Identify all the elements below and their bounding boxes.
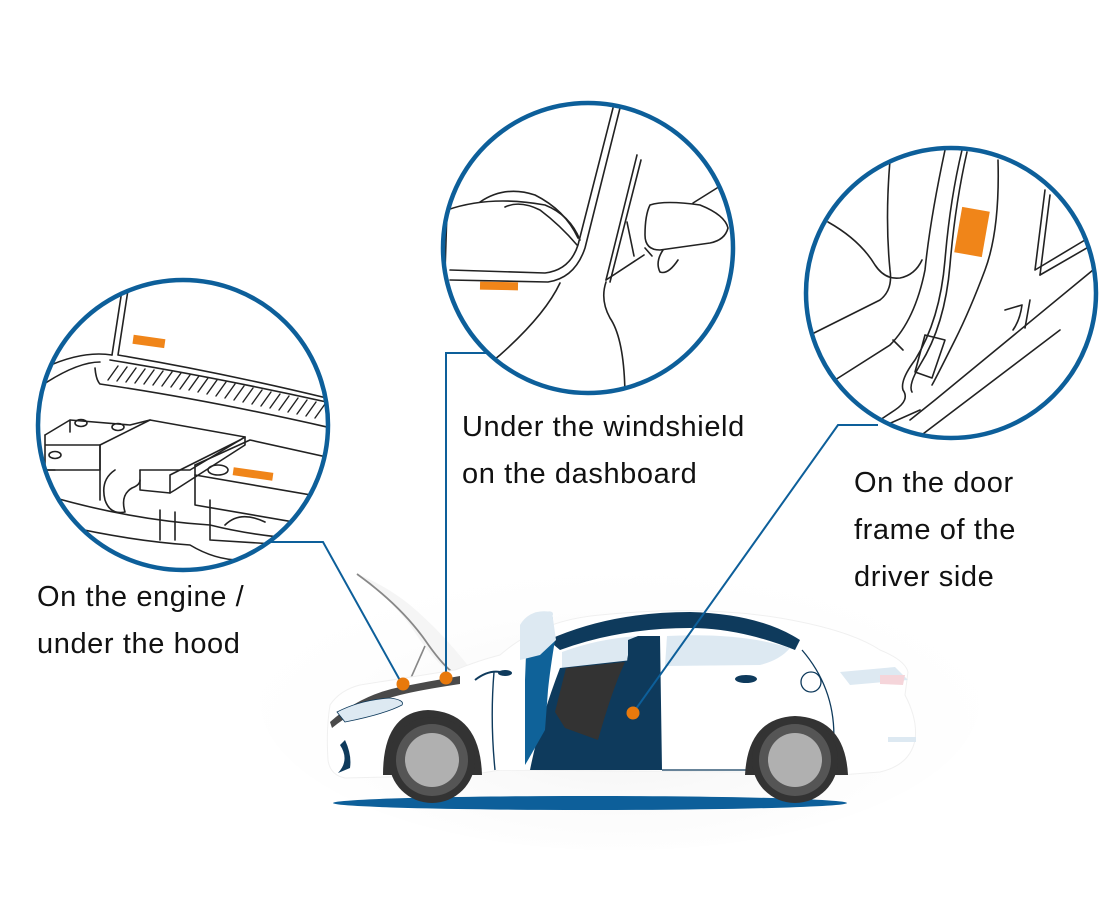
engine-location-label: On the engine / under the hood bbox=[37, 574, 244, 668]
label-line: under the hood bbox=[37, 628, 241, 660]
door-frame-location-label: On the door frame of the driver side bbox=[854, 460, 1016, 601]
label-line: Under the windshield bbox=[462, 411, 745, 443]
front-window bbox=[562, 636, 640, 668]
vin-sticker-engine bbox=[232, 467, 274, 481]
door-vin-marker[interactable] bbox=[626, 706, 640, 720]
headlight bbox=[336, 697, 403, 723]
ground-shadow bbox=[333, 796, 847, 810]
label-line: on the dashboard bbox=[462, 458, 698, 490]
window-frame bbox=[548, 612, 800, 650]
engine-vin-marker[interactable] bbox=[396, 677, 410, 691]
label-line: On the door bbox=[854, 467, 1014, 499]
seat bbox=[555, 662, 625, 740]
hood-edge bbox=[330, 676, 460, 728]
label-line: frame of the bbox=[854, 514, 1016, 546]
windshield-location-label: Under the windshield on the dashboard bbox=[462, 404, 745, 498]
engine-circle-frame bbox=[35, 277, 331, 573]
engine-leader-line bbox=[270, 541, 403, 685]
windshield-vin-marker[interactable] bbox=[439, 671, 453, 685]
door-leader-line bbox=[632, 424, 878, 714]
vin-sticker-dashboard bbox=[479, 281, 519, 291]
engine-detail-view bbox=[35, 277, 331, 573]
rear-window bbox=[665, 635, 790, 666]
rear-door-handle bbox=[735, 675, 757, 683]
label-line: driver side bbox=[854, 561, 995, 593]
rear-wheel bbox=[745, 716, 848, 803]
fuel-cap bbox=[800, 671, 822, 693]
leader-lines bbox=[270, 352, 878, 714]
label-line: On the engine / bbox=[37, 581, 245, 613]
windshield-detail-view bbox=[440, 100, 736, 396]
vin-sticker-windshield-engine bbox=[132, 334, 166, 349]
car-illustration bbox=[326, 573, 916, 810]
windshield-circle-frame bbox=[440, 100, 736, 396]
door-frame-detail-view bbox=[803, 145, 1099, 441]
door-circle-frame bbox=[803, 145, 1099, 441]
front-wheel bbox=[383, 710, 482, 803]
vin-sticker-door-frame bbox=[954, 206, 990, 258]
b-pillar bbox=[627, 636, 662, 770]
windshield-leader-line bbox=[445, 352, 487, 678]
